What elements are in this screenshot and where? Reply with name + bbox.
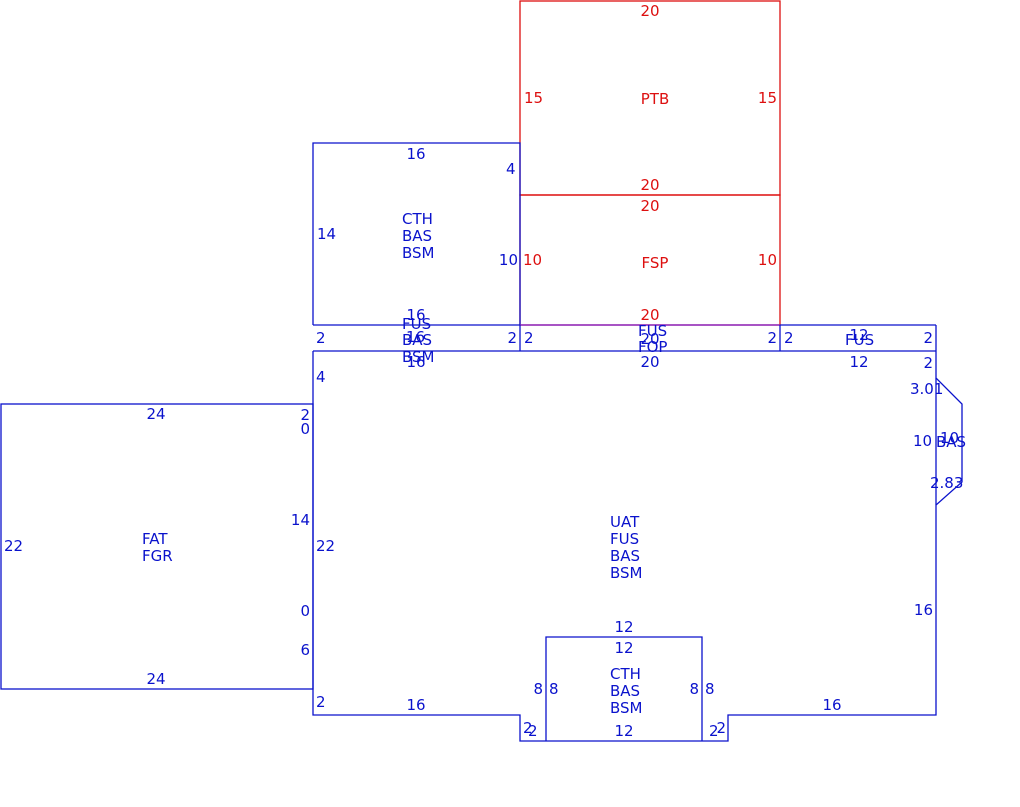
garage-label-2: FGR <box>142 547 173 565</box>
dim-ptb-left: 15 <box>524 89 543 107</box>
dim-ptb-right: 15 <box>758 89 777 107</box>
fsp-label: FSP <box>642 254 669 272</box>
cth-upper-outline <box>312 142 521 325</box>
dim-pl-top: 16 <box>406 328 425 346</box>
dim-garage-r0a: 0 <box>300 420 310 438</box>
garage-outline <box>0 403 314 690</box>
porch-left-label-1: FUS <box>402 315 431 333</box>
bay-area: 3.01 10 10 BAS 2.83 <box>910 378 966 505</box>
main-outline <box>312 351 963 742</box>
dim-pm-bottom: 20 <box>640 353 659 371</box>
dim-cth-right: 10 <box>499 251 518 269</box>
main-label-4: BSM <box>610 564 643 582</box>
dim-main-left22: 22 <box>316 537 335 555</box>
dim-cthl-right-in: 8 <box>689 680 699 698</box>
cth-lower-label-1: CTH <box>610 665 641 683</box>
garage-label-1: FAT <box>142 530 168 548</box>
garage-area: 24 24 22 14 2 0 0 6 FAT FGR <box>0 403 314 690</box>
main-area: 2 4 22 16 2 16 16 2 2 UAT FUS BAS BSM <box>312 351 963 742</box>
dim-pm-right: 2 <box>767 329 777 347</box>
porch-mid-label-2: FOP <box>638 338 667 356</box>
porch-strip: 2 2 16 FUS 16 BAS BSM 2 2 20 20 FUS FOP … <box>313 315 937 371</box>
dim-pr-top: 12 <box>849 326 868 344</box>
cth-upper-label-1: CTH <box>402 210 433 228</box>
dim-ptb-bottom: 20 <box>640 176 659 194</box>
porch-mid-label-1: FUS <box>638 322 667 340</box>
dim-main-right2: 2 <box>923 354 933 372</box>
dim-bay-bottom: 2.83 <box>930 474 963 492</box>
dim-main-step-right: 2 <box>716 719 726 737</box>
main-label-3: BAS <box>610 547 640 565</box>
dim-garage-top: 24 <box>146 405 165 423</box>
porch-right-label: FUS <box>845 331 874 349</box>
dim-pl-bottom: 16 <box>406 353 425 371</box>
dim-ptb-top: 20 <box>640 2 659 20</box>
cth-upper-label-2: BAS <box>402 227 432 245</box>
fsp-area: 20 10 10 20 FSP <box>519 194 781 326</box>
ptb-area: 20 15 15 20 PTB <box>519 0 781 196</box>
main-label-1: UAT <box>610 513 640 531</box>
dim-cthl-step-r: 2 <box>709 722 719 740</box>
dim-main-bl2: 2 <box>316 693 326 711</box>
dim-main-left4: 4 <box>316 368 326 386</box>
dim-main-bottom-left: 16 <box>406 696 425 714</box>
dim-cth-left: 14 <box>317 225 336 243</box>
dim-cthl-left-out: 8 <box>533 680 543 698</box>
dim-pr-bottom: 12 <box>849 353 868 371</box>
dim-pr-right: 2 <box>923 329 933 347</box>
cth-upper-label-3: BSM <box>402 244 435 262</box>
dim-pm-top: 20 <box>640 330 659 348</box>
cth-lower-area: 12 12 8 8 8 8 12 2 2 CTH BAS BSM <box>528 618 719 741</box>
dim-fsp-right: 10 <box>758 251 777 269</box>
dim-pm-left: 2 <box>524 329 534 347</box>
dim-garage-r0b: 0 <box>300 602 310 620</box>
dim-cth-bottom: 16 <box>406 306 425 324</box>
porch-left-label-3: BSM <box>402 348 435 366</box>
dim-garage-r6: 6 <box>300 641 310 659</box>
dim-cth-notch: 4 <box>506 160 516 178</box>
dim-pl-left: 2 <box>316 329 326 347</box>
cth-upper-area: 16 4 14 10 16 CTH BAS BSM <box>312 142 521 325</box>
dim-bay-top: 3.01 <box>910 380 943 398</box>
main-label-2: FUS <box>610 530 639 548</box>
dim-main-step-left: 2 <box>523 719 533 737</box>
dim-cthl-top-out: 12 <box>614 618 633 636</box>
cth-lower-label-2: BAS <box>610 682 640 700</box>
dim-cthl-top-in: 12 <box>614 639 633 657</box>
dim-pr-left: 2 <box>784 329 794 347</box>
dim-fsp-top: 20 <box>640 197 659 215</box>
dim-cthl-left-in: 8 <box>549 680 559 698</box>
dim-cthl-bottom: 12 <box>614 722 633 740</box>
dim-main-right16: 16 <box>914 601 933 619</box>
porch-left-label-2: BAS <box>402 331 432 349</box>
dim-cthl-right-out: 8 <box>705 680 715 698</box>
dim-garage-r2: 2 <box>300 406 310 424</box>
dim-bay-mid2: 10 <box>940 429 959 447</box>
dim-pl-right: 2 <box>507 329 517 347</box>
cth-lower-label-3: BSM <box>610 699 643 717</box>
bay-label: BAS <box>936 433 966 451</box>
dim-garage-left: 22 <box>4 537 23 555</box>
dim-cth-top: 16 <box>406 145 425 163</box>
cth-lower-outline <box>545 636 703 741</box>
ptb-label: PTB <box>641 90 670 108</box>
dim-cthl-step-l: 2 <box>528 722 538 740</box>
dim-garage-bottom: 24 <box>146 670 165 688</box>
dim-fsp-bottom: 20 <box>640 306 659 324</box>
dim-main-bottom-right: 16 <box>822 696 841 714</box>
dim-bay-mid: 10 <box>913 432 932 450</box>
dim-fsp-left: 10 <box>523 251 542 269</box>
dim-garage-right: 14 <box>291 511 310 529</box>
